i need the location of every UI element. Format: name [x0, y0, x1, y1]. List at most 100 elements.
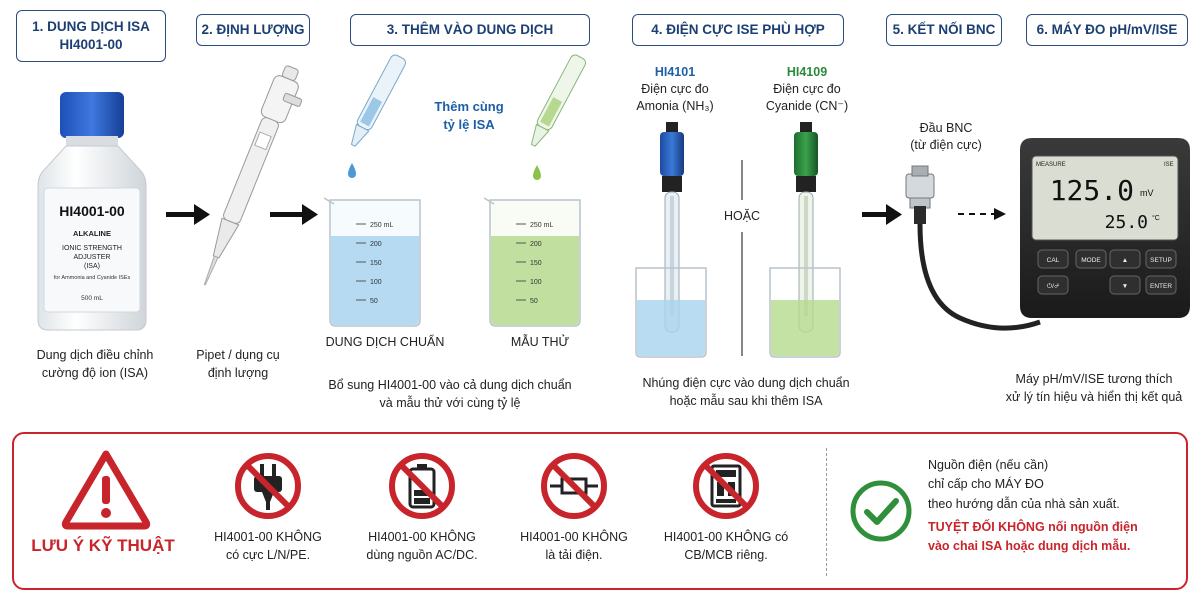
beaker-tick-label: 50 — [370, 298, 378, 305]
arrow-right-icon — [166, 204, 210, 225]
meter-key-label: SETUP — [1150, 257, 1172, 264]
electrode-caption: Nhúng điện cực vào dung dịch chuẩn hoặc … — [616, 374, 876, 410]
warning-item-3: HI4001-00 KHÔNG là tải điện. — [498, 528, 650, 564]
meter-measure: MEASURE — [1036, 162, 1066, 168]
meter-ise: ISE — [1164, 162, 1174, 168]
power-note: Nguồn điện (nếu cần) chỉ cấp cho MÁY ĐO … — [928, 456, 1178, 514]
electrode2-code: HI4109 — [786, 65, 828, 79]
meter-key[interactable] — [1075, 249, 1107, 269]
or-label: HOẶC — [723, 209, 761, 223]
meter-caption-line1: Máy pH/mV/ISE tương thích — [1015, 372, 1173, 386]
electrode1-name2: Amonia (NH₃) — [636, 98, 714, 113]
beaker-tick-label: 100 — [370, 279, 382, 286]
step5-title: 5. KẾT NỐI BNC — [886, 14, 1002, 46]
meter-key-label: ▼ — [1122, 283, 1128, 290]
no-breaker-icon — [693, 453, 759, 519]
meter-key[interactable] — [1145, 275, 1177, 295]
warning-item-4-line1: HI4001-00 KHÔNG có — [663, 530, 789, 544]
beaker-tick-label: 150 — [530, 260, 542, 267]
bnc-connector-icon — [905, 165, 1041, 331]
beaker-standard — [323, 197, 421, 327]
bottle-line3: ADJUSTER — [74, 254, 111, 261]
beaker-graduations: 250 mL 200 150 100 50 250 mL 200 150 100 50 — [356, 222, 553, 305]
bottle-line4: (ISA) — [84, 263, 100, 270]
technical-warning-panel: LƯU Ý KỸ THUẬT HI4001-00 KHÔNG có cực L/… — [12, 432, 1188, 590]
power-note-line2: chỉ cấp cho MÁY ĐO — [928, 477, 1044, 492]
same-ratio-line1: Thêm cùng — [434, 99, 504, 114]
beaker-tick-label: 50 — [530, 298, 538, 305]
step2-title: 2. ĐỊNH LƯỢNG — [196, 14, 310, 46]
add-caption-line1: Bổ sung HI4001-00 vào cả dung dịch chuẩn — [328, 378, 572, 392]
beaker-tick-label: 250 mL — [530, 222, 553, 229]
pipette-caption: Pipet / dụng cụ định lượng — [178, 346, 298, 382]
pipette-caption-line2: định lượng — [207, 366, 269, 381]
electrode1-label: HI4101 Điện cực đo Amonia (NH₃) — [620, 64, 730, 115]
meter-key[interactable] — [1109, 249, 1141, 269]
no-plug-icon — [235, 453, 301, 519]
warning-item-2-line1: HI4001-00 KHÔNG — [368, 530, 476, 544]
warning-item-2: HI4001-00 KHÔNG dùng nguồn AC/DC. — [346, 528, 498, 564]
sample-label: MẪU THỬ — [510, 335, 570, 349]
electrode1-name1: Điện cực đo — [641, 81, 709, 96]
bottle-line5: for Ammonia and Cyanide ISEs — [54, 275, 131, 281]
electrode-caption-line1: Nhúng điện cực vào dung dịch chuẩn — [642, 376, 850, 390]
add-caption-line2: và mẫu thử với cùng tỷ lệ — [379, 396, 521, 411]
step4-title: 4. ĐIỆN CỰC ISE PHÙ HỢP — [632, 14, 844, 46]
power-alert: TUYỆT ĐỐI KHÔNG nối nguồn điện vào chai … — [928, 518, 1184, 556]
electrode2-name1: Điện cực đo — [773, 81, 841, 96]
step1-title-line1: 1. DUNG DỊCH ISA — [32, 18, 150, 34]
add-caption: Bổ sung HI4001-00 vào cả dung dịch chuẩn… — [310, 376, 590, 412]
bnc-label-line2: (từ điện cực) — [910, 137, 982, 152]
checkmark-icon — [850, 480, 912, 542]
arrow-right-icon — [862, 204, 902, 225]
meter-temp-unit: °C — [1152, 214, 1160, 222]
electrode-hi4101 — [635, 122, 707, 358]
bottle-line2: IONIC STRENGTH — [62, 245, 122, 252]
electrode1-code: HI4101 — [654, 65, 696, 79]
meter-key-label: ENTER — [1150, 283, 1172, 290]
meter-key[interactable] — [1037, 275, 1069, 295]
meter-caption-line2: xử lý tín hiệu và hiển thị kết quả — [1005, 390, 1183, 405]
warning-item-3-line1: HI4001-00 KHÔNG — [520, 530, 628, 544]
meter-key-label: ⏻/⏎ — [1047, 283, 1059, 290]
power-note-line1: Nguồn điện (nếu cần) — [928, 458, 1049, 472]
warning-item-1: HI4001-00 KHÔNG có cực L/N/PE. — [192, 528, 344, 564]
warning-item-3-line2: là tải điện. — [545, 548, 603, 563]
power-alert-line2: vào chai ISA hoặc dung dịch mẫu. — [928, 538, 1131, 553]
warning-title: LƯU Ý KỸ THUẬT — [31, 536, 175, 555]
step1-title-line2: HI4001-00 — [59, 37, 123, 52]
meter-key-label: MODE — [1081, 257, 1101, 264]
bottle-caption-line2: cường độ ion (ISA) — [41, 366, 149, 381]
meter-caption: Máy pH/mV/ISE tương thích xử lý tín hiệu… — [990, 370, 1198, 406]
meter-key[interactable] — [1145, 249, 1177, 269]
warning-item-1-line1: HI4001-00 KHÔNG — [214, 530, 322, 544]
bottle-caption-line1: Dung dịch điều chỉnh — [36, 348, 154, 362]
bottle-line1: ALKALINE — [73, 229, 111, 238]
warning-item-2-line2: dùng nguồn AC/DC. — [366, 548, 478, 563]
pipette-icon — [203, 65, 303, 286]
bottle-code: HI4001-00 — [59, 203, 125, 219]
meter-unit: mV — [1140, 188, 1154, 198]
dashed-arrow-icon — [958, 208, 1006, 220]
meter-key[interactable] — [1109, 275, 1141, 295]
electrode2-name2: Cyanide (CN⁻) — [765, 98, 849, 113]
beaker-tick-label: 200 — [370, 241, 382, 248]
beaker-tick-label: 150 — [370, 260, 382, 267]
beaker-tick-label: 250 mL — [370, 222, 393, 229]
same-ratio-label: Thêm cùng tỷ lệ ISA — [404, 98, 534, 133]
bnc-label-line1: Đầu BNC — [919, 121, 973, 135]
bottle-caption: Dung dịch điều chỉnh cường độ ion (ISA) — [10, 346, 180, 382]
meter-temp: 25.0 — [1105, 212, 1148, 233]
beaker-tick-label: 200 — [530, 241, 542, 248]
ph-meter — [1020, 138, 1190, 318]
meter-key[interactable] — [1037, 249, 1069, 269]
same-ratio-line2: tỷ lệ ISA — [443, 116, 495, 132]
bottle-volume: 500 mL — [81, 295, 103, 302]
warning-item-4: HI4001-00 KHÔNG có CB/MCB riêng. — [650, 528, 802, 564]
no-load-icon — [541, 453, 607, 519]
process-illustration: HI4001-00 ALKALINE IONIC STRENGTH ADJUST… — [37, 54, 1190, 358]
meter-key-label: ▲ — [1122, 257, 1128, 264]
beaker-tick-label: 100 — [530, 279, 542, 286]
arrow-right-icon — [270, 204, 318, 225]
power-alert-line1: TUYỆT ĐỐI KHÔNG nối nguồn điện — [928, 520, 1138, 534]
